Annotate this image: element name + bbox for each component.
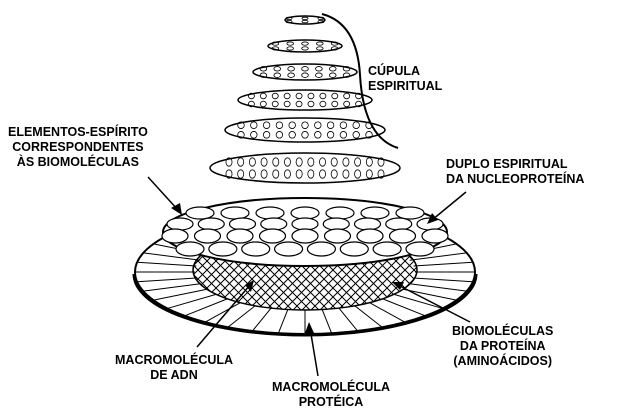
label-macromolecula-adn: MACROMOLÉCULA DE ADN: [115, 353, 233, 383]
biomolecule-element: [209, 242, 237, 256]
dome-level: [210, 153, 400, 183]
biomolecule-element: [292, 218, 318, 230]
biomolecule-element: [162, 229, 188, 243]
biomolecule-element: [230, 218, 256, 230]
dome-level: [238, 90, 372, 110]
biomolecule-element: [198, 218, 224, 230]
biomolecule-element: [275, 242, 303, 256]
biomolecule-element: [242, 242, 270, 256]
biomolecule-element: [256, 207, 284, 219]
biomolecule-element: [326, 207, 354, 219]
biomolecule-element: [195, 229, 221, 243]
biomolecule-element: [221, 207, 249, 219]
biomolecule-element: [396, 207, 424, 219]
duplo-arrow: [432, 192, 466, 220]
biomolecule-element: [357, 229, 383, 243]
biomolecule-element: [340, 242, 368, 256]
spiritual-dome-stack: [162, 16, 448, 266]
biomolecule-element: [406, 242, 434, 256]
elementos-arrow: [148, 177, 178, 210]
biomolecule-element: [373, 242, 401, 256]
biomolecule-element: [167, 218, 193, 230]
label-elementos-espirito: ELEMENTOS-ESPÍRITO CORRESPONDENTES ÀS BI…: [8, 125, 148, 170]
biomolecule-element: [186, 207, 214, 219]
label-macromolecula-proteica: MACROMOLÉCULA PROTÉICA: [272, 380, 390, 410]
biomolecule-element: [323, 218, 349, 230]
biomolecule-element: [390, 229, 416, 243]
biomolecule-element: [227, 229, 253, 243]
label-cupula-espiritual: CÚPULA ESPIRITUAL: [368, 64, 442, 94]
biomolecule-element: [291, 207, 319, 219]
biomolecule-element: [261, 218, 287, 230]
biomolecule-element: [325, 229, 351, 243]
biomolecule-element: [361, 207, 389, 219]
biomolecule-element: [260, 229, 286, 243]
biomolecule-element: [386, 218, 412, 230]
biomolecule-element: [292, 229, 318, 243]
biomolecule-element: [355, 218, 381, 230]
biomolecule-element: [307, 242, 335, 256]
biomolecule-element: [176, 242, 204, 256]
biomolecule-element: [422, 229, 448, 243]
label-biomoleculas-proteina: BIOMOLÉCULAS DA PROTEÍNA (AMINOÁCIDOS): [452, 324, 553, 369]
label-duplo-espiritual: DUPLO ESPIRITUAL DA NUCLEOPROTEÍNA: [446, 157, 584, 187]
